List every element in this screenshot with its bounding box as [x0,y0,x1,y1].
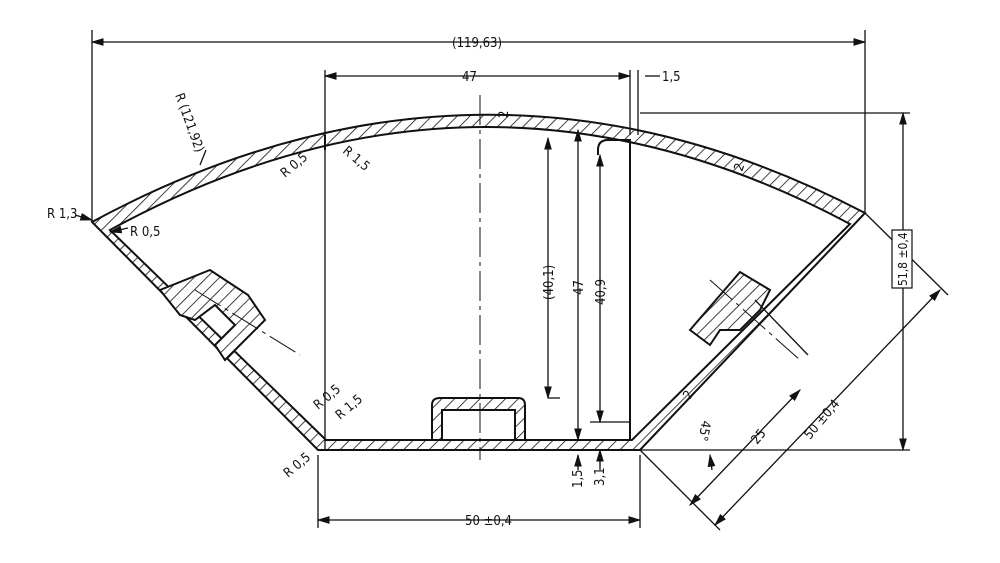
dim-bottom-width: 50 ±0,4 [465,514,512,529]
center-line-left-slot [194,289,301,356]
dim-height-inner-3: 40,9 [594,279,609,305]
dim-small-gap: 1,5 [662,70,681,85]
dim-overall-width: (119,63) [452,36,502,51]
total-height-box [891,229,913,289]
dim-diag-length: 50 ±0,4 [802,397,844,443]
dim-height-inner-2: 47 [572,280,587,295]
dim-wall-top: 2 [497,111,512,118]
dimensions [74,30,949,531]
aluminium-profile-section [90,113,867,451]
radius-left-tip-outer: R 1,3 [47,207,77,222]
dim-bottom-wall-2: 3,1 [593,467,608,486]
dim-angle: 45° [694,419,712,442]
radius-top-corner-b: R 1,5 [339,144,372,175]
dim-height-inner-1: (40,1) [542,265,557,300]
dim-arc-radius: R (121,92) [171,91,206,154]
radius-left-tip-inner: R 0,5 [130,225,160,240]
radius-bottom-corner-c: R 0,5 [281,450,314,481]
dim-total-height: 51,8 ±0,4 [896,232,910,286]
dim-diag-half: 25 [749,427,770,448]
dim-top-width: 47 [462,70,477,85]
dim-bottom-wall-1: 1,5 [571,469,586,488]
